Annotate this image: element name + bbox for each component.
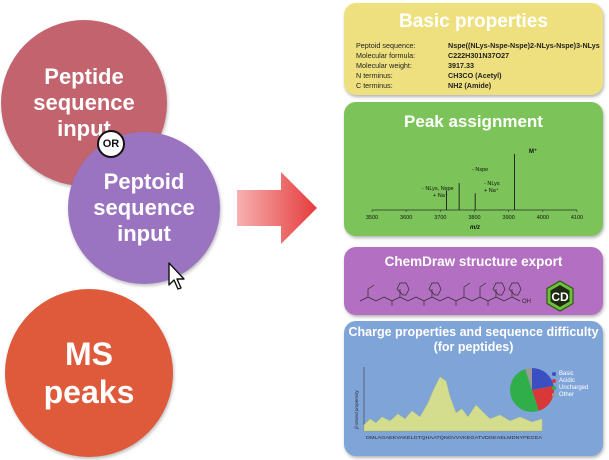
or-badge: OR xyxy=(97,130,125,158)
property-row: Molecular weight: 3917.33 xyxy=(356,61,603,71)
legend-label: Uncharged xyxy=(559,385,589,391)
ms-peaks-input-circle[interactable]: MS peaks xyxy=(5,289,173,457)
ms-input-label: MS peaks xyxy=(43,336,135,410)
legend-item: Basic xyxy=(552,371,574,377)
peak-label-nlys-line: - NLys xyxy=(484,181,500,187)
property-row: C terminus: NH2 (Amide) xyxy=(356,81,603,91)
property-row: Peptoid sequence: Nspe((NLys-Nspe-Nspe)2-… xyxy=(356,41,603,51)
charge-properties-title: Charge properties and sequence difficult… xyxy=(348,325,599,354)
property-value: 3917.33 xyxy=(448,61,474,70)
property-key: Molecular weight: xyxy=(356,61,412,70)
legend-basic-icon xyxy=(552,372,556,376)
property-key: Peptoid sequence: xyxy=(356,41,416,50)
chemical-structure-drawing: OH xyxy=(359,282,531,306)
pie-slice xyxy=(532,385,554,411)
x-tick-label: 3700 xyxy=(434,215,446,221)
mass-spectrum-chart: 3500 3600 3700 3800 3900 4000 4100 M⁺ - Nspe -… xyxy=(366,148,583,231)
legend-uncharged-icon xyxy=(552,386,556,390)
peak-label-nspe: - Nspe xyxy=(472,167,488,173)
pie-slice xyxy=(525,368,532,390)
x-tick-label: 4000 xyxy=(537,215,549,221)
x-tick-label: 3600 xyxy=(400,215,412,221)
or-label: OR xyxy=(102,138,120,150)
pie-slice xyxy=(510,369,539,412)
x-tick-label: 3800 xyxy=(468,215,480,221)
peak-assignment-title: Peak assignment xyxy=(404,112,543,131)
legend-label: Basic xyxy=(559,371,574,377)
basic-properties-panel: Basic properties Peptoid sequence: Nspe((… xyxy=(344,3,603,95)
peak-assignment-panel: Peak assignment 3500 3600 3700 3800 3900 4000… xyxy=(344,102,603,236)
mouse-cursor-icon xyxy=(168,262,185,290)
peptoid-input-label: Peptoid sequence input xyxy=(93,169,195,246)
x-tick-label: 4100 xyxy=(571,215,583,221)
chemdraw-title: ChemDraw structure export xyxy=(384,254,563,269)
property-key: Molecular formula: xyxy=(356,51,416,60)
property-value: CH3CO (Acetyl) xyxy=(448,71,502,80)
property-row: N terminus: CH3CO (Acetyl) xyxy=(356,71,603,81)
chemdraw-logo-icon: CD xyxy=(546,280,574,312)
peak-label-nlys-line: + Na⁺ xyxy=(484,187,499,194)
peptide-input-label: Peptide sequence input xyxy=(33,64,135,141)
legend-acidic-icon xyxy=(552,379,556,383)
property-row: Molecular formula: C222H301N37O27 xyxy=(356,51,603,61)
property-value: NH2 (Amide) xyxy=(448,81,492,90)
chemdraw-logo-label: CD xyxy=(551,290,569,304)
peak-label-nlys-nspe: - NLys, Nspe + Na⁺ xyxy=(422,186,455,199)
beta-strand-propensity-chart: β-strand propensity DMLAGAEKVAKELGTQHAAT… xyxy=(354,367,543,440)
legend-label: Other xyxy=(559,392,575,398)
right-arrow-icon xyxy=(237,172,317,244)
propensity-area xyxy=(363,376,543,432)
x-axis-label: m/z xyxy=(470,225,480,231)
charge-pie-chart xyxy=(510,368,554,412)
chemdraw-export-panel: ChemDraw structure export OH CD xyxy=(344,247,603,315)
sequence-label: DMLAGAEKVAKELGTQHAATQNGVVVKEGATVDGEAELMD… xyxy=(366,435,543,440)
x-tick-label: 3500 xyxy=(366,215,378,221)
oh-label: OH xyxy=(522,299,531,305)
pie-slice xyxy=(532,368,554,390)
legend-label: Acidic xyxy=(559,378,576,384)
peak-label-nlys: - NLys + Na⁺ xyxy=(484,181,501,194)
y-axis-label: β-strand propensity xyxy=(354,390,359,430)
legend-other-icon xyxy=(552,393,556,397)
properties-list: Peptoid sequence: Nspe((NLys-Nspe-Nspe)2-… xyxy=(356,41,603,91)
property-value: Nspe((NLys-Nspe-Nspe)2-NLys-Nspe)3-NLys xyxy=(448,41,600,50)
legend-item: Acidic xyxy=(552,378,575,384)
peptide-sequence-input-circle[interactable]: Peptide sequence input xyxy=(1,20,167,186)
property-key: C terminus: xyxy=(356,81,393,90)
x-tick-label: 3900 xyxy=(503,215,515,221)
peak-label-main: M⁺ xyxy=(529,148,537,155)
charge-properties-panel: Charge properties and sequence difficult… xyxy=(344,321,603,456)
peptoid-sequence-input-circle[interactable]: Peptoid sequence input xyxy=(68,132,220,284)
property-value: C222H301N37O27 xyxy=(448,51,510,60)
legend-item: Other xyxy=(552,392,574,398)
property-key: N terminus: xyxy=(356,71,393,80)
basic-properties-title: Basic properties xyxy=(399,11,548,32)
legend-item: Uncharged xyxy=(552,385,588,391)
peak-label-nlys-nspe-line: + Na⁺ xyxy=(433,192,448,199)
peak-label-nlys-nspe-line: - NLys, Nspe xyxy=(422,186,454,192)
